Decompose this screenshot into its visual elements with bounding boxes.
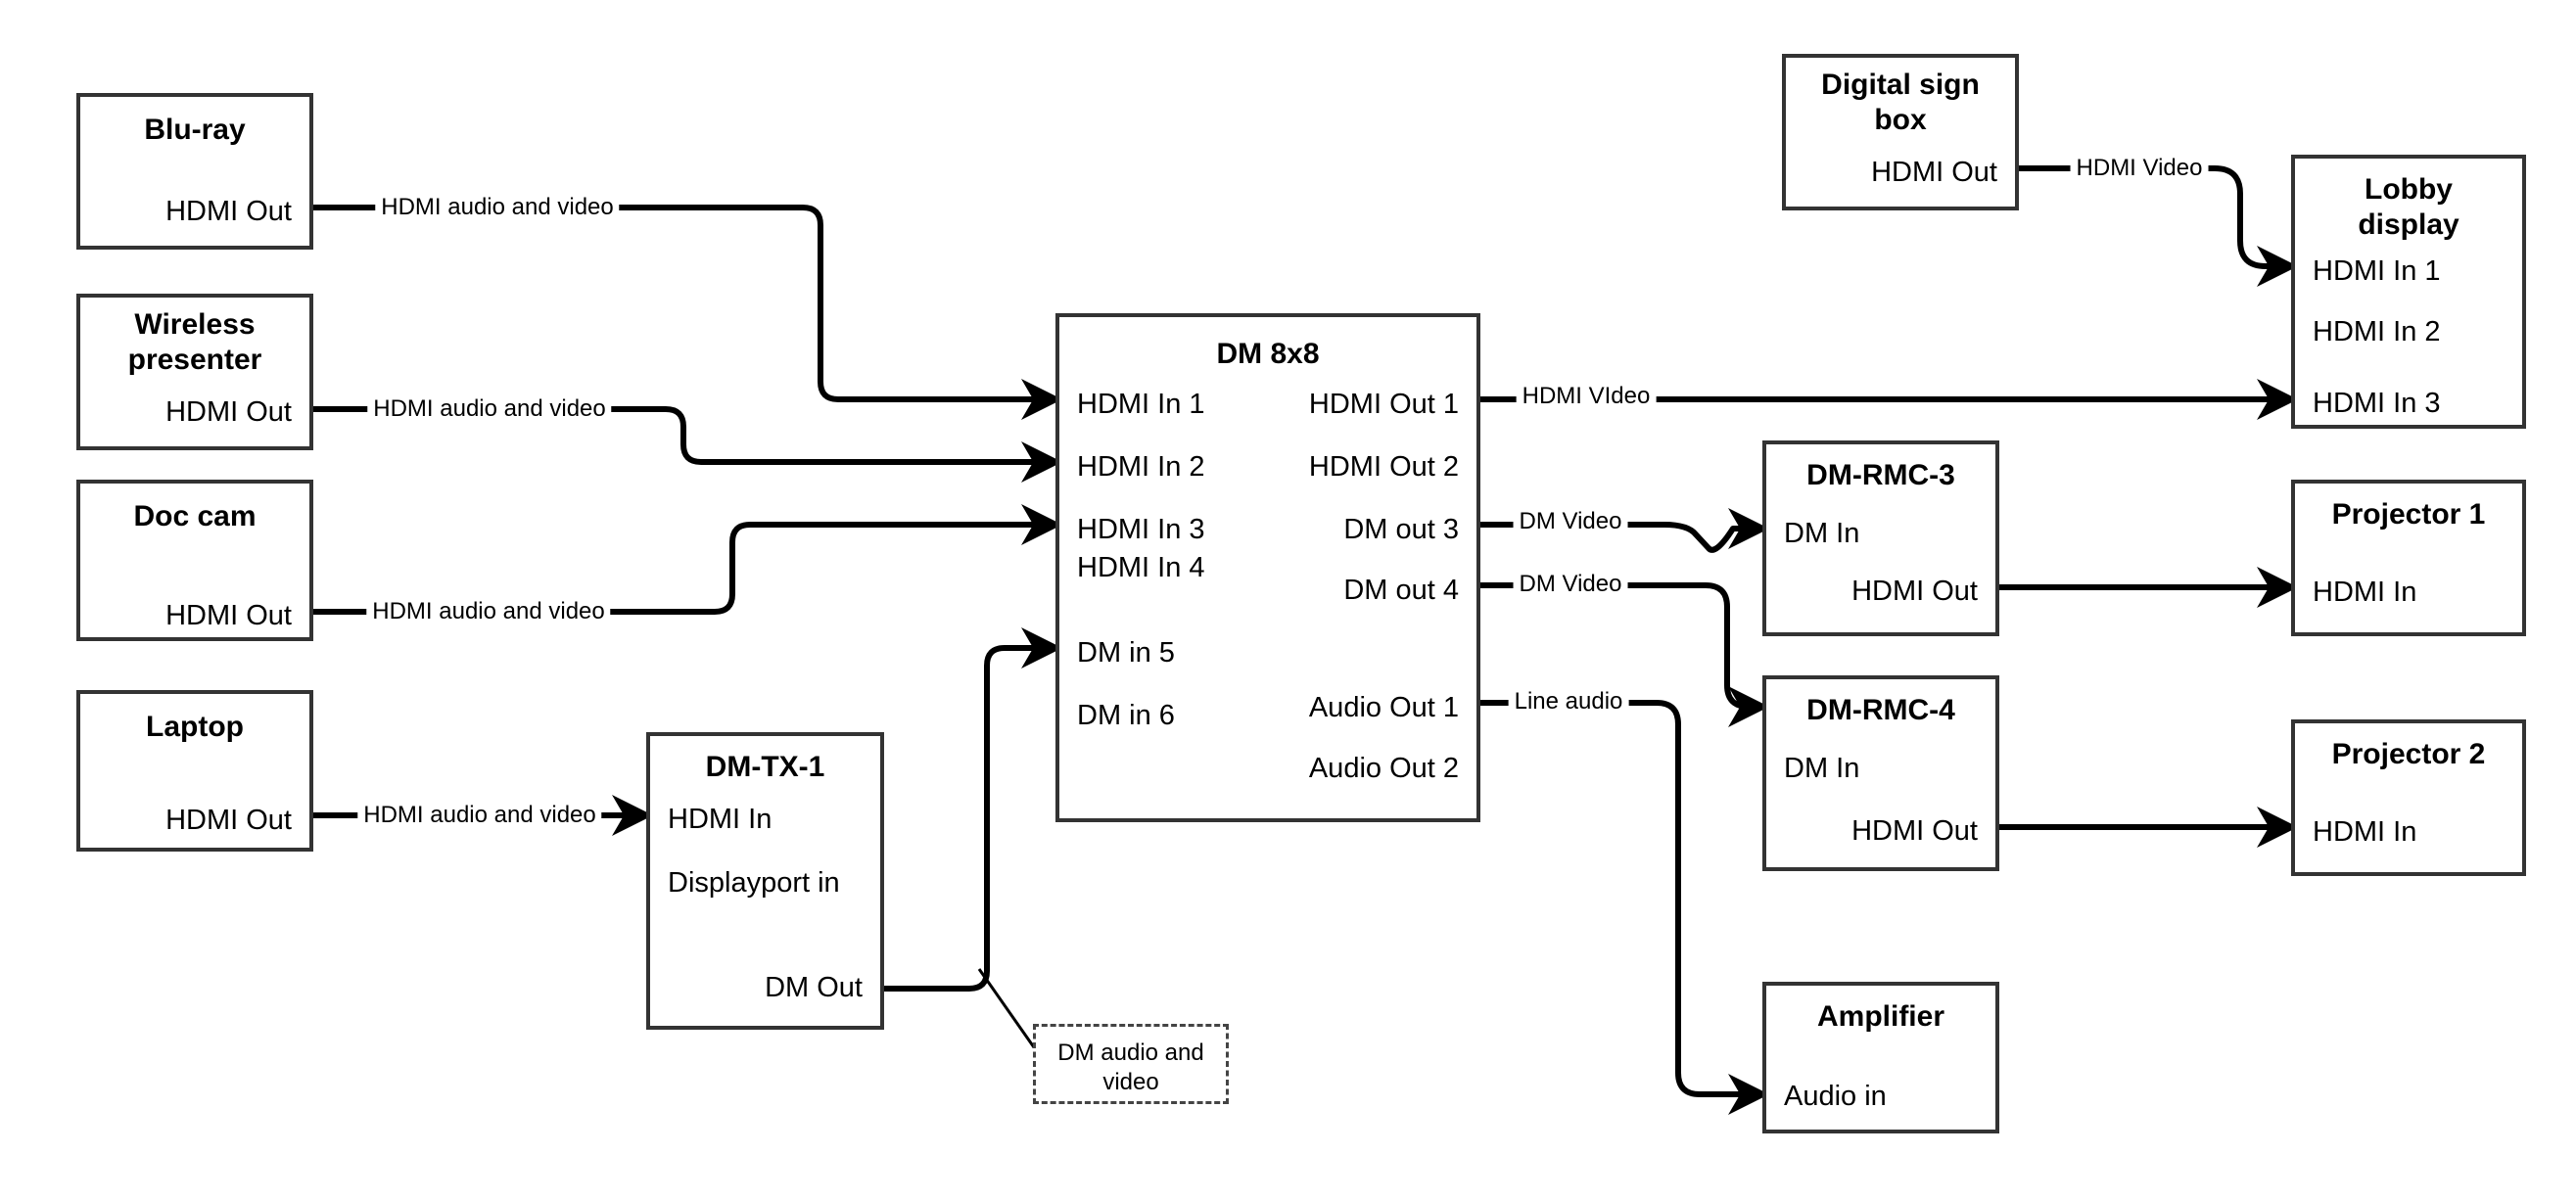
port-dmtx1-displayport-in: Displayport in [668,867,840,899]
port-dmtx1-hdmi-in: HDMI In [668,804,773,835]
wire-dmtx1-to-dm8x8 [884,627,1062,992]
node-amplifier[interactable]: Amplifier Audio in [1762,982,1999,1133]
port-lobby-hdmi-in-3: HDMI In 3 [2313,388,2441,419]
node-lobby-display[interactable]: Lobby display HDMI In 1 HDMI In 2 HDMI I… [2291,155,2526,429]
note-leader-line [977,968,1043,1058]
edge-label-wireless-to-dm8x8: HDMI audio and video [367,395,612,423]
node-title-signbox-line2: box [1874,104,1927,136]
node-projector-2[interactable]: Projector 2 HDMI In [2291,719,2526,876]
node-title-doccam: Doc cam [133,500,257,532]
port-laptop-hdmi-out: HDMI Out [165,805,292,836]
note-dm-audio-and-video: DM audio and video [1033,1024,1229,1104]
port-dm8x8-hdmi-in-2: HDMI In 2 [1077,451,1205,483]
node-laptop[interactable]: Laptop HDMI Out [76,690,313,852]
node-title-lobby-line2: display [2358,208,2459,241]
port-rmc4-hdmi-out: HDMI Out [1851,815,1978,847]
wire-dm8x8-out4-to-rmc4 [1480,582,1769,727]
port-bluray-hdmi-out: HDMI Out [165,196,292,227]
node-title-projector-2: Projector 2 [2331,738,2486,770]
port-amplifier-audio-in: Audio in [1784,1081,1887,1112]
node-title-bluray: Blu-ray [144,114,246,146]
port-dm8x8-dm-in-5: DM in 5 [1077,637,1175,669]
edge-label-dm8x8-out4-rmc4: DM Video [1513,571,1628,598]
port-dm8x8-dm-out-3: DM out 3 [1343,514,1459,545]
node-bluray[interactable]: Blu-ray HDMI Out [76,93,313,250]
port-lobby-hdmi-in-1: HDMI In 1 [2313,255,2441,287]
wire-dm8x8-audio-to-amp [1480,700,1769,1115]
node-title-dm-rmc-4: DM-RMC-4 [1806,694,1955,726]
port-dm8x8-hdmi-in-1: HDMI In 1 [1077,389,1205,420]
port-lobby-hdmi-in-2: HDMI In 2 [2313,316,2441,347]
node-title-lobby-line1: Lobby [2365,173,2453,206]
edge-label-signbox-to-lobby: HDMI Video [2070,155,2209,182]
edge-label-dm8x8-audio-amp: Line audio [1508,688,1629,716]
edge-label-doccam-to-dm8x8: HDMI audio and video [366,598,611,625]
wire-dm8x8-out3-to-rmc3 [1480,508,1769,553]
node-dm-8x8[interactable]: DM 8x8 HDMI In 1 HDMI In 2 HDMI In 3 HDM… [1055,313,1480,822]
wire-signbox-to-lobby [2019,165,2298,287]
port-dm8x8-hdmi-out-2: HDMI Out 2 [1308,451,1459,483]
edge-label-dm8x8-out3-rmc3: DM Video [1513,508,1628,535]
port-dm8x8-audio-out-1: Audio Out 1 [1308,692,1459,723]
port-rmc3-hdmi-out: HDMI Out [1851,576,1978,607]
node-title-signbox-line1: Digital sign [1821,69,1980,101]
port-dmtx1-dm-out: DM Out [765,972,863,1003]
node-wireless-presenter[interactable]: Wireless presenter HDMI Out [76,294,313,450]
node-dm-tx-1[interactable]: DM-TX-1 HDMI In Displayport in DM Out [646,732,884,1030]
port-dm8x8-hdmi-out-1: HDMI Out 1 [1308,389,1459,420]
wire-wireless-to-dm8x8 [313,406,1062,483]
port-dm8x8-audio-out-2: Audio Out 2 [1308,753,1459,784]
port-signbox-hdmi-out: HDMI Out [1871,157,1997,188]
node-title-amplifier: Amplifier [1816,1000,1945,1033]
node-digital-sign-box[interactable]: Digital sign box HDMI Out [1782,54,2019,210]
edge-label-laptop-to-dmtx1: HDMI audio and video [357,802,602,829]
port-dm8x8-dm-in-6: DM in 6 [1077,700,1175,731]
node-title-dm-rmc-3: DM-RMC-3 [1806,459,1955,491]
port-doccam-hdmi-out: HDMI Out [165,600,292,631]
node-dm-rmc-4[interactable]: DM-RMC-4 DM In HDMI Out [1762,675,1999,871]
port-rmc3-dm-in: DM In [1784,518,1860,549]
node-title-laptop: Laptop [146,711,244,743]
wire-bluray-to-dm8x8 [313,205,1062,420]
port-projector1-hdmi-in: HDMI In [2313,577,2417,608]
note-text-line2: video [1102,1069,1159,1095]
node-title-dm-8x8: DM 8x8 [1216,338,1320,370]
node-dm-rmc-3[interactable]: DM-RMC-3 DM In HDMI Out [1762,440,1999,636]
node-doccam[interactable]: Doc cam HDMI Out [76,480,313,641]
node-title-projector-1: Projector 1 [2331,498,2486,531]
node-title-wireless-line1: Wireless [134,308,256,341]
port-wireless-hdmi-out: HDMI Out [165,396,292,428]
edge-label-dm8x8-out1-lobby: HDMI VIdeo [1516,383,1657,410]
port-projector2-hdmi-in: HDMI In [2313,816,2417,848]
port-dm8x8-dm-out-4: DM out 4 [1343,575,1459,606]
edge-label-bluray-to-dm8x8: HDMI audio and video [375,194,620,221]
node-title-wireless-line2: presenter [127,344,262,376]
wire-doccam-to-dm8x8 [313,504,1062,615]
port-dm8x8-hdmi-in-3: HDMI In 3 [1077,514,1205,545]
note-text-line1: DM audio and [1057,1039,1204,1066]
node-title-dm-tx-1: DM-TX-1 [705,751,825,783]
node-projector-1[interactable]: Projector 1 HDMI In [2291,480,2526,636]
port-rmc4-dm-in: DM In [1784,753,1860,784]
port-dm8x8-hdmi-in-4: HDMI In 4 [1077,552,1205,583]
